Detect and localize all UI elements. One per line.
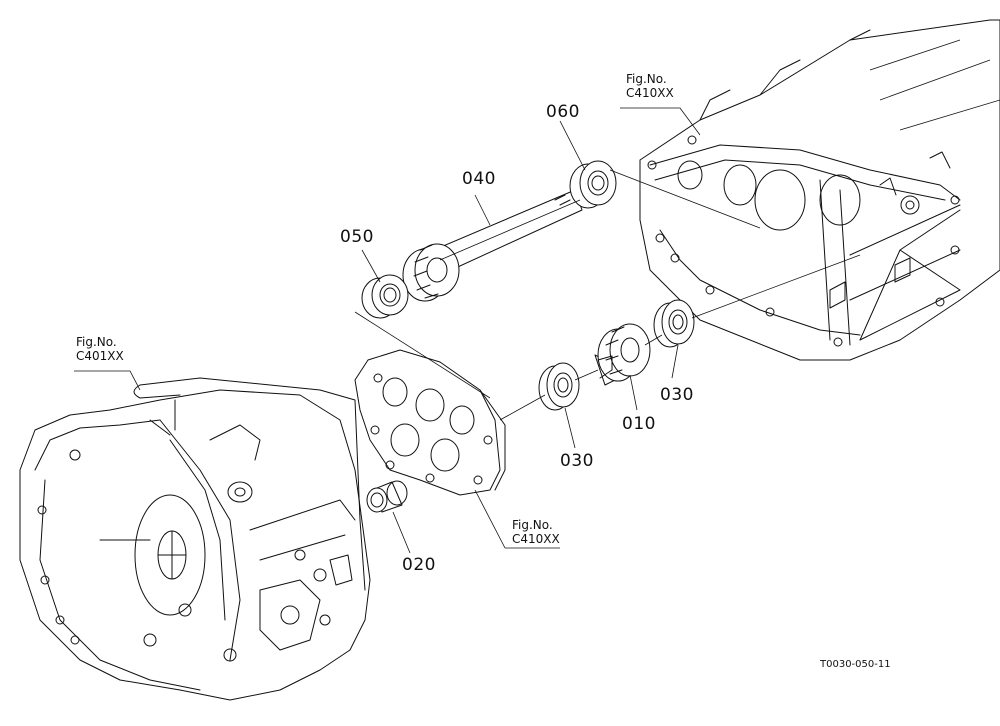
bearing-030-right <box>654 300 694 347</box>
gear-on-shaft-040 <box>403 244 459 301</box>
part-label-030-left: 030 <box>560 451 594 471</box>
bearing-050 <box>362 275 408 318</box>
assembly-lines <box>355 170 860 420</box>
figure-reference-code: C401XX <box>76 349 124 363</box>
figure-reference-label: Fig.No. <box>76 335 117 349</box>
bearing-plate <box>355 350 505 495</box>
part-label-010: 010 <box>622 414 656 434</box>
figure-reference-code: C410XX <box>512 532 560 546</box>
bearing-030-left <box>539 363 579 410</box>
transmission-case-right <box>640 20 1000 360</box>
part-label-030-right: 030 <box>660 385 694 405</box>
gear-010 <box>595 324 650 385</box>
transmission-case-left <box>20 378 370 700</box>
part-label-020: 020 <box>402 555 436 575</box>
figure-reference-middle: Fig.No. C410XX <box>512 518 560 546</box>
leader-lines <box>74 108 700 553</box>
part-label-040: 040 <box>462 169 496 189</box>
bushing-020 <box>367 481 407 512</box>
drawing-code: T0030-050-11 <box>820 659 891 670</box>
figure-reference-top-right: Fig.No. C410XX <box>626 72 674 100</box>
figure-reference-code: C410XX <box>626 86 674 100</box>
figure-reference-left: Fig.No. C401XX <box>76 335 124 363</box>
part-label-050: 050 <box>340 227 374 247</box>
figure-reference-label: Fig.No. <box>626 72 667 86</box>
figure-reference-label: Fig.No. <box>512 518 553 532</box>
bearing-060 <box>570 161 616 208</box>
part-label-060: 060 <box>546 102 580 122</box>
